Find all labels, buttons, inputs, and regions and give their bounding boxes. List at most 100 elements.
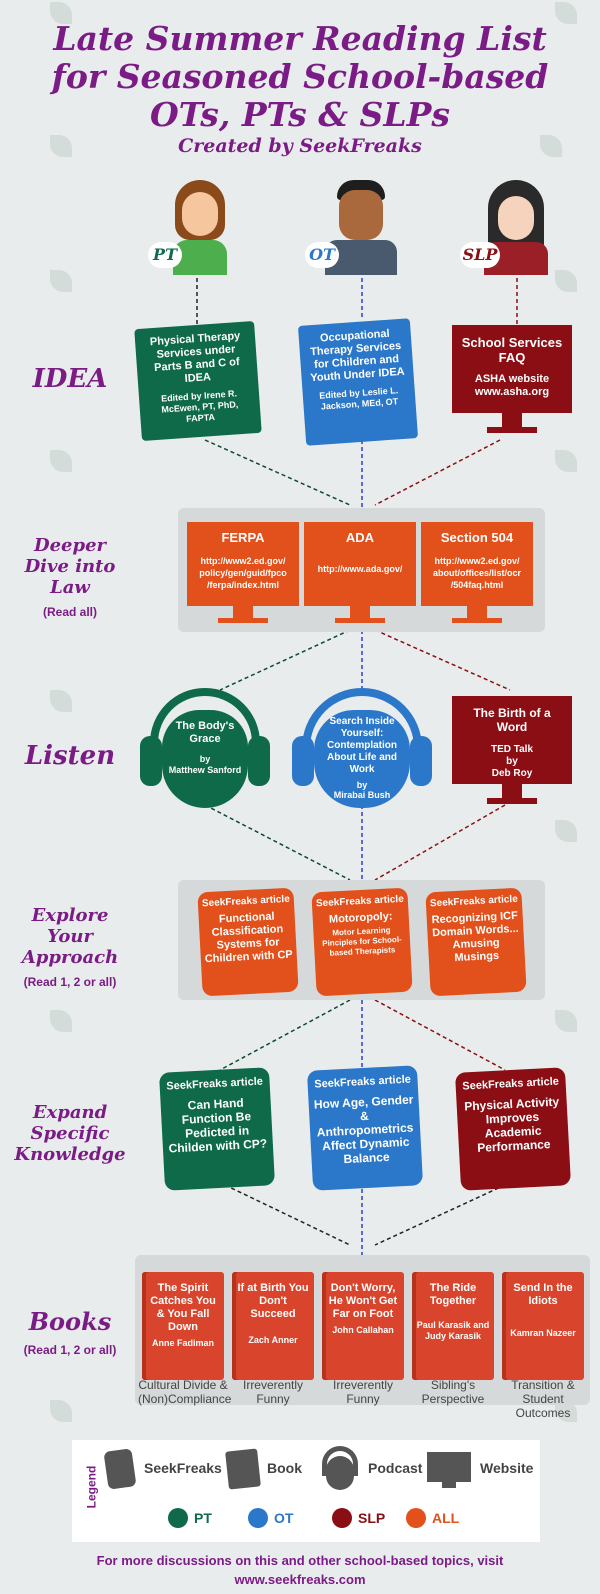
idea-pt-title: Physical Therapy Services under Parts B … xyxy=(149,329,241,385)
listen-slp-author: Deb Roy xyxy=(491,768,533,779)
listen-slp-title: The Birth of a Word xyxy=(473,706,551,734)
book-5-title: Send In the Idiots xyxy=(513,1282,573,1307)
idea-slp-title: School Services FAQ xyxy=(461,335,563,365)
leaf-decoration xyxy=(50,1010,72,1032)
explore-3-title: Recognizing ICF Domain Words... Amusing … xyxy=(431,909,519,965)
explore-3-head: SeekFreaks article xyxy=(429,893,519,910)
listen-pt-author: Matthew Sanford xyxy=(168,765,242,775)
listen-ot-podcast[interactable]: Search Inside Yourself: Contemplation Ab… xyxy=(292,688,432,808)
listen-ot-title: Search Inside Yourself: Contemplation Ab… xyxy=(327,716,397,775)
book-icon xyxy=(225,1448,261,1490)
row-label-law: Deeper Dive into Law (Read all) xyxy=(10,535,130,623)
explore-2-sub: Motor Learning Pinciples for School-base… xyxy=(321,925,402,958)
idea-pt-book[interactable]: Physical Therapy Services under Parts B … xyxy=(134,320,262,442)
row-label-books: Books (Read 1, 2 or all) xyxy=(10,1310,130,1362)
law-label-sub: (Read all) xyxy=(42,605,97,619)
idea-slp-website[interactable]: School Services FAQ ASHA website www.ash… xyxy=(452,325,572,413)
legend-website: Website xyxy=(480,1460,534,1476)
listen-ot-by: by xyxy=(356,780,368,790)
ferpa-website[interactable]: FERPA http://www2.ed.gov/ policy/gen/gui… xyxy=(187,522,299,606)
leaf-decoration xyxy=(50,690,72,712)
explore-article-3[interactable]: SeekFreaks article Recognizing ICF Domai… xyxy=(425,887,527,997)
website-icon xyxy=(427,1452,471,1482)
leaf-decoration xyxy=(555,270,577,292)
book-2[interactable]: If at Birth You Don't Succeed Zach Anner xyxy=(232,1272,314,1380)
books-label: Books xyxy=(28,1307,112,1336)
section504-url: http://www2.ed.gov/ about/offices/list/o… xyxy=(432,556,521,590)
podcast-icon xyxy=(320,1446,360,1490)
legend-book: Book xyxy=(267,1460,302,1476)
expand-ot-head: SeekFreaks article xyxy=(314,1073,412,1091)
explore-article-1[interactable]: SeekFreaks article Functional Classifica… xyxy=(197,887,299,997)
monitor-base xyxy=(218,618,268,623)
pt-color-dot xyxy=(168,1508,188,1528)
explore-article-2[interactable]: SeekFreaks article Motoropoly: Motor Lea… xyxy=(311,887,413,997)
book-5[interactable]: Send In the Idiots Kamran Nazeer xyxy=(502,1272,584,1380)
book-2-label: Irreverently Funny xyxy=(242,1378,304,1406)
monitor-stand xyxy=(233,606,253,618)
monitor-base xyxy=(487,427,537,433)
expand-slp-article[interactable]: SeekFreaks article Physical Activity Imp… xyxy=(454,1067,572,1191)
leaf-decoration xyxy=(50,2,72,24)
ada-title: ADA xyxy=(345,530,375,545)
book-4-title: The Ride Together xyxy=(429,1282,477,1307)
book-3-author: John Callahan xyxy=(332,1325,394,1335)
leaf-decoration xyxy=(555,1010,577,1032)
explore-label-sub: (Read 1, 2 or all) xyxy=(23,975,117,989)
book-4-label: Sibling's Perspective xyxy=(421,1378,485,1406)
page-title-line1: Late Summer Reading List xyxy=(53,19,547,58)
listen-pt-podcast[interactable]: The Body's Grace by Matthew Sanford xyxy=(140,688,270,808)
row-label-explore: Explore Your Approach (Read 1, 2 or all) xyxy=(10,905,130,993)
ada-website[interactable]: ADA http://www.ada.gov/ xyxy=(304,522,416,606)
expand-label-3: Knowledge xyxy=(14,1144,126,1165)
monitor-stand xyxy=(502,784,522,798)
legend-all: ALL xyxy=(432,1510,460,1526)
book-2-title: If at Birth You Don't Succeed xyxy=(237,1282,309,1320)
ot-badge: OT xyxy=(305,242,339,268)
explore-1-title: Functional Classification Systems for Ch… xyxy=(204,910,294,966)
leaf-decoration xyxy=(555,2,577,24)
book-4[interactable]: The Ride Together Paul Karasik and Judy … xyxy=(412,1272,494,1380)
book-3-title: Don't Worry, He Won't Get Far on Foot xyxy=(328,1282,398,1320)
book-5-author: Kamran Nazeer xyxy=(510,1328,576,1338)
expand-ot-article[interactable]: SeekFreaks article How Age, Gender & Ant… xyxy=(306,1065,424,1191)
leaf-decoration xyxy=(50,135,72,157)
leaf-decoration xyxy=(555,820,577,842)
listen-slp-website[interactable]: The Birth of a Word TED Talk by Deb Roy xyxy=(452,696,572,784)
leaf-decoration xyxy=(50,270,72,292)
leaf-decoration xyxy=(540,135,562,157)
website-icon-stand xyxy=(442,1482,456,1488)
listen-pt-by: by xyxy=(199,754,211,764)
monitor-stand xyxy=(502,413,522,427)
section504-website[interactable]: Section 504 http://www2.ed.gov/ about/of… xyxy=(421,522,533,606)
explore-label-3: Approach xyxy=(21,947,119,968)
book-1-title: The Spirit Catches You & You Fall Down xyxy=(150,1282,216,1333)
monitor-base xyxy=(487,798,537,804)
legend-slp: SLP xyxy=(358,1510,386,1526)
ada-url: http://www.ada.gov/ xyxy=(317,564,403,574)
expand-pt-article[interactable]: SeekFreaks article Can Hand Function Be … xyxy=(158,1067,276,1191)
expand-label-2: Specific xyxy=(30,1123,110,1144)
ot-color-dot xyxy=(248,1508,268,1528)
expand-ot-title: How Age, Gender & Anthropometrics Affect… xyxy=(313,1092,414,1167)
all-color-dot xyxy=(406,1508,426,1528)
monitor-stand xyxy=(467,606,487,618)
leaf-decoration xyxy=(50,450,72,472)
listen-ot-author: Mirabai Bush xyxy=(333,790,391,800)
legend-box: Legend SeekFreaks Book Podcast Website P… xyxy=(72,1440,540,1542)
pt-badge: PT xyxy=(148,242,182,268)
row-label-idea: IDEA xyxy=(32,364,108,394)
explore-1-head: SeekFreaks article xyxy=(201,893,291,910)
expand-pt-title: Can Hand Function Be Pedicted in Childen… xyxy=(168,1095,268,1156)
book-1[interactable]: The Spirit Catches You & You Fall Down A… xyxy=(142,1272,224,1380)
idea-ot-book[interactable]: Occupational Therapy Services for Childr… xyxy=(297,318,419,446)
page-title-line2: for Seasoned School-based xyxy=(51,57,549,96)
legend-ot: OT xyxy=(274,1510,294,1526)
expand-slp-head: SeekFreaks article xyxy=(462,1075,560,1093)
book-2-author: Zach Anner xyxy=(248,1335,298,1345)
ferpa-url: http://www2.ed.gov/ policy/gen/guid/fpco… xyxy=(199,556,287,590)
footer-link[interactable]: www.seekfreaks.com xyxy=(234,1572,366,1587)
idea-ot-author: Edited by Leslie L. Jackson, MEd, OT xyxy=(318,385,399,412)
book-5-label: Transition & Student Outcomes xyxy=(511,1378,575,1420)
book-3[interactable]: Don't Worry, He Won't Get Far on Foot Jo… xyxy=(322,1272,404,1380)
